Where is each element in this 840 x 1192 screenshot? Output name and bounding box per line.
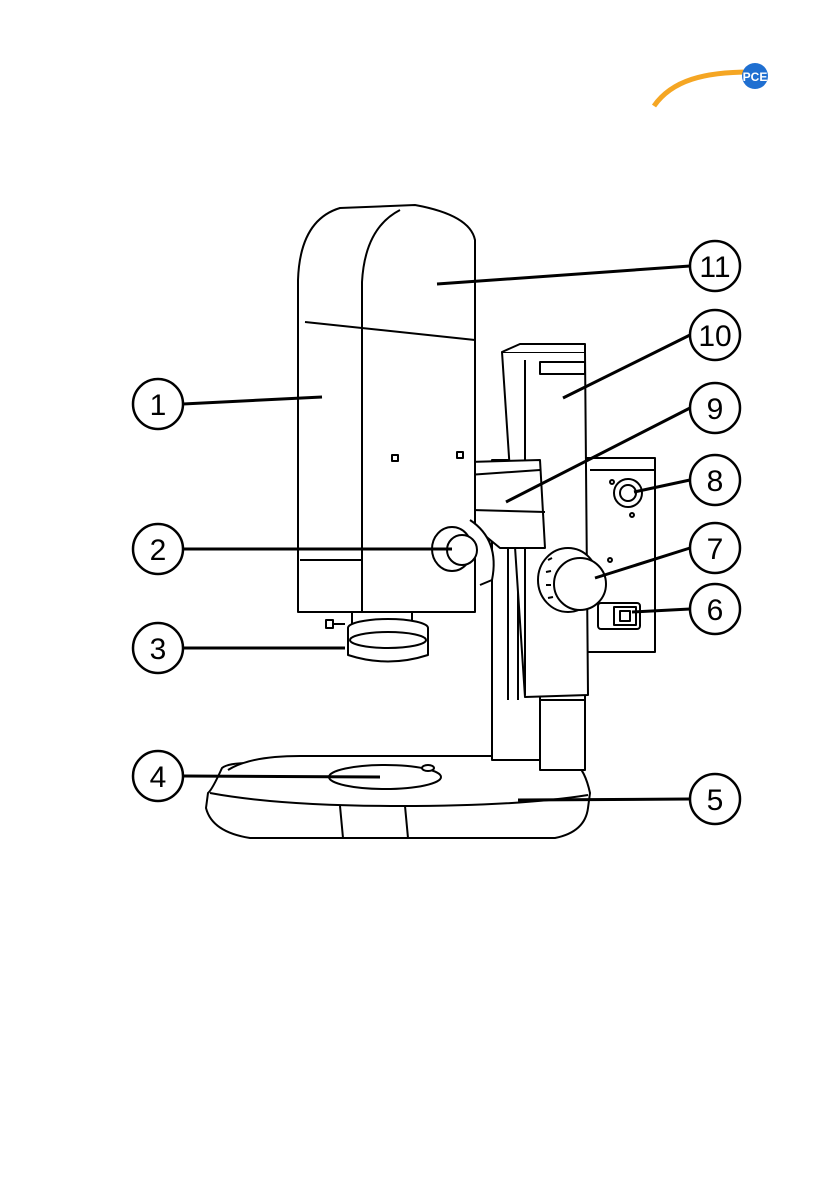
svg-text:5: 5 bbox=[707, 784, 724, 817]
callout-9: 9 bbox=[690, 383, 740, 433]
leader-line-5 bbox=[518, 799, 690, 800]
svg-text:4: 4 bbox=[150, 761, 167, 794]
callout-5: 5 bbox=[690, 774, 740, 824]
power-socket[interactable] bbox=[598, 603, 640, 629]
stage-plate-notch bbox=[422, 765, 434, 771]
callout-7: 7 bbox=[690, 523, 740, 573]
brightness-knob[interactable] bbox=[614, 479, 642, 507]
svg-text:9: 9 bbox=[707, 393, 724, 426]
callout-4: 4 bbox=[133, 751, 183, 801]
callout-10: 10 bbox=[690, 310, 740, 360]
lens-and-ring-light bbox=[326, 612, 428, 662]
callout-2: 2 bbox=[133, 524, 183, 574]
callout-8: 8 bbox=[690, 455, 740, 505]
svg-text:10: 10 bbox=[698, 320, 731, 353]
svg-text:11: 11 bbox=[699, 251, 730, 284]
callout-3: 3 bbox=[133, 623, 183, 673]
callout-6: 6 bbox=[690, 584, 740, 634]
leader-line-4 bbox=[183, 776, 380, 777]
callout-1: 1 bbox=[133, 379, 183, 429]
callout-11: 11 bbox=[690, 241, 740, 291]
svg-text:1: 1 bbox=[150, 389, 167, 422]
svg-text:7: 7 bbox=[707, 533, 724, 566]
svg-text:6: 6 bbox=[707, 594, 724, 627]
svg-text:2: 2 bbox=[150, 534, 167, 567]
svg-text:3: 3 bbox=[150, 633, 167, 666]
svg-text:8: 8 bbox=[707, 465, 724, 498]
